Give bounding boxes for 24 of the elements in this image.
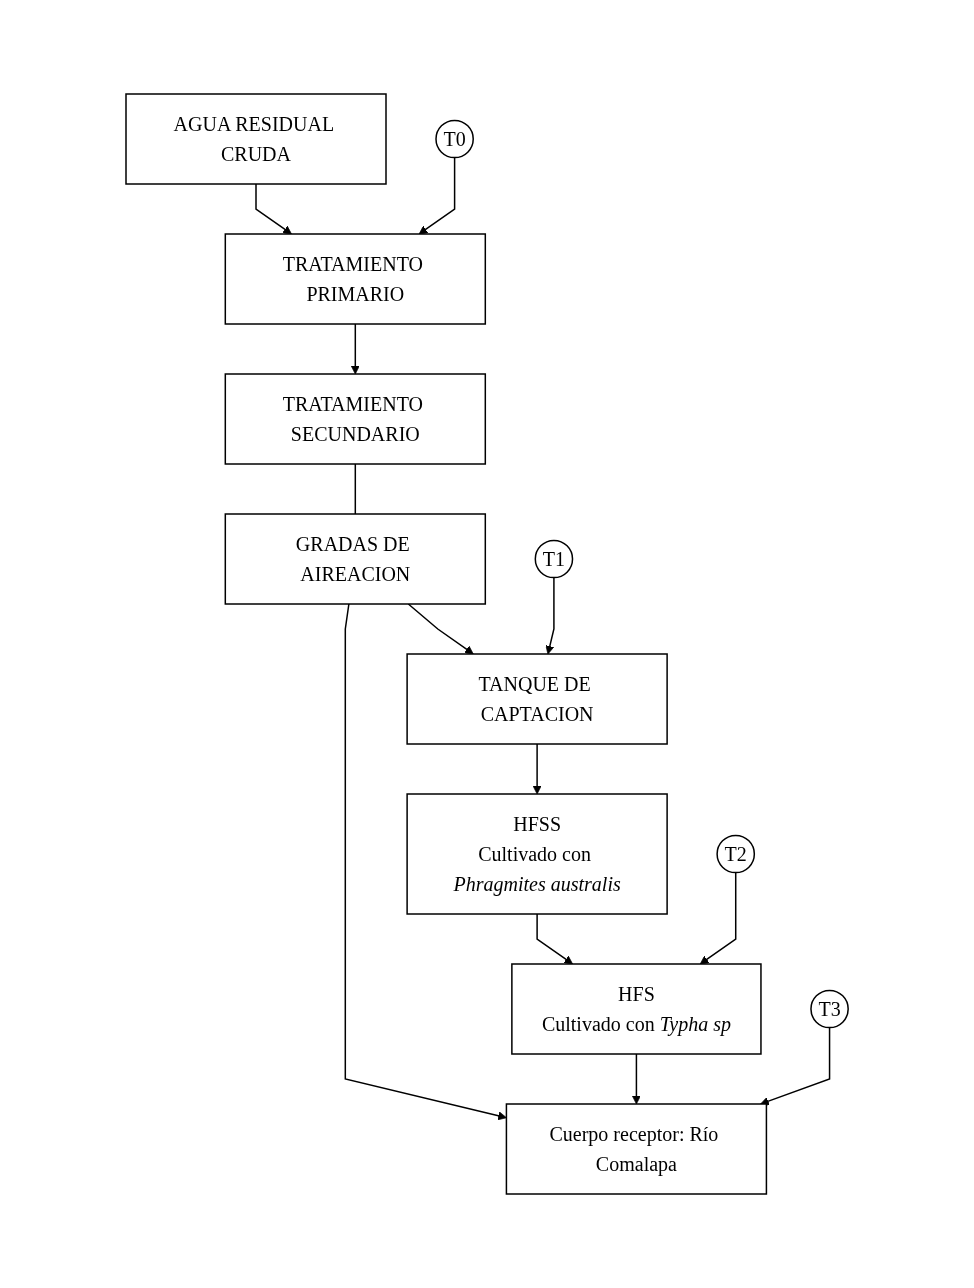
arrow [532,743,542,795]
arrow [418,156,456,235]
node-box: TRATAMIENTO SECUNDARIO [224,373,486,465]
connector [354,463,356,515]
arrow [255,183,292,235]
node-box: GRADAS DE AIREACION [224,513,486,605]
node-circle: T0 [435,119,474,159]
arrow [631,1053,641,1105]
node-circle: T3 [810,989,849,1029]
arrow [344,603,507,1121]
node-box: AGUA RESIDUAL CRUDA [125,93,387,185]
node-box: HFSS Cultivado con Phragmites australis [406,793,668,915]
arrow [545,576,555,655]
arrow [760,1026,831,1106]
node-box: HFS Cultivado con Typha sp [511,963,762,1055]
arrow [699,871,737,965]
node-box: TANQUE DE CAPTACION [406,653,668,745]
node-box: Cuerpo receptor: Río Comalapa [505,1103,768,1195]
arrow [350,323,360,375]
node-circle: T1 [534,539,574,579]
arrow [536,913,573,965]
arrow [407,603,474,655]
node-circle: T2 [716,834,755,874]
node-box: TRATAMIENTO PRIMARIO [224,233,486,325]
